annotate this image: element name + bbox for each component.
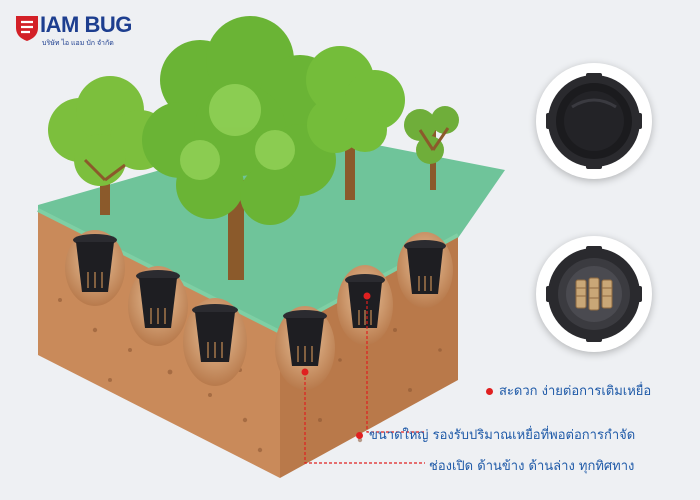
bait-station: [283, 310, 327, 366]
bait-station: [404, 240, 446, 294]
shield-logo-icon: [16, 16, 38, 41]
bullet-dot: [486, 388, 493, 395]
callout-text: ขนาดใหญ่ รองรับปริมาณเหยื่อที่พอต่อการกำ…: [369, 428, 636, 443]
detail-circle-top: [536, 63, 652, 179]
bait-station-group: [73, 234, 446, 366]
brand-tagline: บริษัท ไอ แอม บัก จำกัด: [42, 40, 114, 47]
callout-text: ช่องเปิด ด้านข้าง ด้านล่าง ทุกทิศทาง: [429, 459, 635, 474]
callout-side-openings: ช่องเปิด ด้านข้าง ด้านล่าง ทุกทิศทาง: [429, 455, 634, 476]
station-lid-top-icon: [546, 73, 642, 169]
brand-name: IAM BUG: [40, 12, 132, 37]
bait-station: [345, 274, 385, 328]
bullet-dot: [356, 432, 363, 439]
brand-logo[interactable]: IAM BUG บริษัท ไอ แอม บัก จำกัด: [14, 12, 154, 48]
callout-leader-lines: [304, 296, 425, 464]
bait-station: [136, 270, 180, 328]
bait-station: [192, 304, 238, 362]
tree-canopies: [48, 16, 459, 225]
leader-start-dot: [363, 292, 371, 300]
callout-large-capacity: ขนาดใหญ่ รองรับปริมาณเหยื่อที่พอต่อการกำ…: [356, 424, 635, 445]
detail-circle-inside: [536, 236, 652, 352]
callout-text: สะดวก ง่ายต่อการเติมเหยื่อ: [499, 384, 652, 399]
leader-start-dot: [301, 368, 309, 376]
callout-easy-refill: สะดวก ง่ายต่อการเติมเหยื่อ: [486, 380, 651, 401]
grass-surface: [38, 130, 505, 338]
bait-station: [73, 234, 117, 292]
station-interior-bait-icon: [546, 246, 642, 342]
